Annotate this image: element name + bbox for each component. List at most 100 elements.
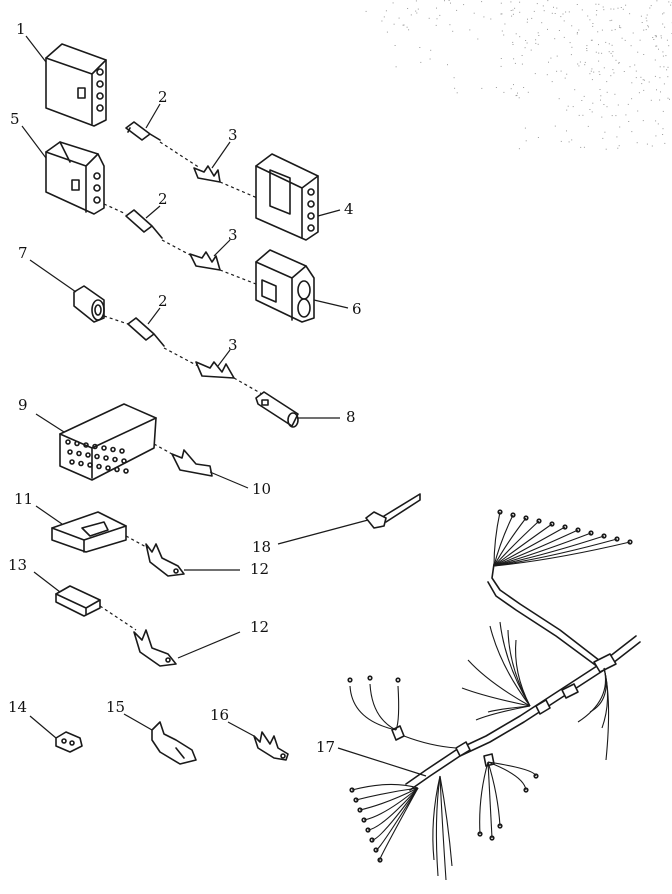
noise-speck [603,104,605,105]
noise-speck [578,65,580,67]
noise-speck [521,55,523,56]
block-socket [114,466,120,473]
noise-speck [581,9,583,11]
harness-wire [403,735,457,749]
noise-speck [521,63,523,65]
noise-speck [518,97,520,99]
noise-speck [519,36,521,38]
noise-speck [599,89,601,90]
noise-speck [381,20,383,22]
noise-speck [512,13,514,15]
noise-speck [610,8,612,10]
noise-speck [556,70,558,72]
noise-speck [611,44,613,46]
block-socket [105,465,111,471]
noise-speck [635,77,637,79]
callout-7: 7 [18,244,28,262]
noise-speck [510,1,512,3]
callout-2-row1: 2 [158,88,168,106]
wire-end [489,835,495,841]
wire-end [497,823,503,829]
noise-speck [617,147,619,149]
noise-speck [546,74,548,76]
block-socket [110,446,116,453]
noise-speck [518,148,520,150]
harness-wire [375,787,419,851]
harness-wire [493,541,631,567]
block-socket [87,462,93,468]
noise-speck [603,9,605,11]
harness-wire [435,775,441,877]
harness-wire [487,705,531,713]
noise-speck [513,58,515,60]
noise-speck [653,39,655,40]
noise-speck [560,140,562,142]
noise-speck [541,22,543,24]
scan-noise [365,0,672,150]
noise-speck [481,1,483,3]
part-14-clip [55,731,83,753]
callout-9: 9 [18,396,28,414]
block-socket [123,468,129,474]
wire-end [347,677,353,683]
noise-speck [647,25,649,27]
noise-speck [641,22,643,23]
noise-speck [403,24,405,26]
callout-16: 16 [210,706,229,724]
noise-speck [530,49,532,51]
wire-end [536,518,542,524]
callouts: 1 2 3 4 5 2 3 6 7 2 3 8 9 10 11 12 13 12… [8,20,362,756]
noise-speck [662,134,664,135]
noise-speck [656,0,658,2]
harness-wire [479,761,489,835]
harness-wire [493,529,579,567]
noise-speck [420,61,422,63]
harness-wire [395,685,400,731]
noise-speck [659,66,661,68]
noise-speck [596,10,598,11]
noise-speck [628,121,630,122]
noise-speck [652,37,654,38]
callout-5: 5 [10,110,20,128]
noise-speck [612,69,614,71]
noise-speck [665,55,667,57]
noise-speck [662,13,664,15]
noise-speck [525,140,527,142]
noise-speck [599,74,601,75]
block-socket [76,450,82,457]
noise-speck [501,30,503,32]
noise-speck [516,94,518,96]
block-socket [85,452,91,458]
noise-speck [537,43,539,45]
noise-speck [646,20,648,22]
noise-speck [563,36,565,38]
noise-speck [631,131,633,133]
noise-speck [601,116,603,118]
noise-speck [591,68,593,70]
noise-speck [456,92,458,94]
block-socket [112,456,118,463]
noise-speck [618,145,620,147]
harness-wire [439,775,453,867]
noise-speck [603,67,605,69]
block-socket [74,440,80,447]
noise-speck [611,19,613,21]
noise-speck [510,10,512,11]
noise-speck [601,29,603,31]
block-socket [94,453,100,460]
noise-speck [430,49,432,51]
noise-speck [567,105,569,107]
noise-speck [551,12,553,14]
noise-speck [517,92,518,94]
noise-speck [605,41,607,43]
noise-speck [392,2,394,4]
noise-speck [584,64,586,66]
noise-speck [660,91,661,93]
noise-speck [547,28,548,30]
noise-speck [393,23,395,25]
noise-speck [662,51,664,53]
wire-end [562,524,568,530]
noise-speck [637,51,639,53]
noise-speck [562,13,564,15]
noise-speck [664,142,666,144]
